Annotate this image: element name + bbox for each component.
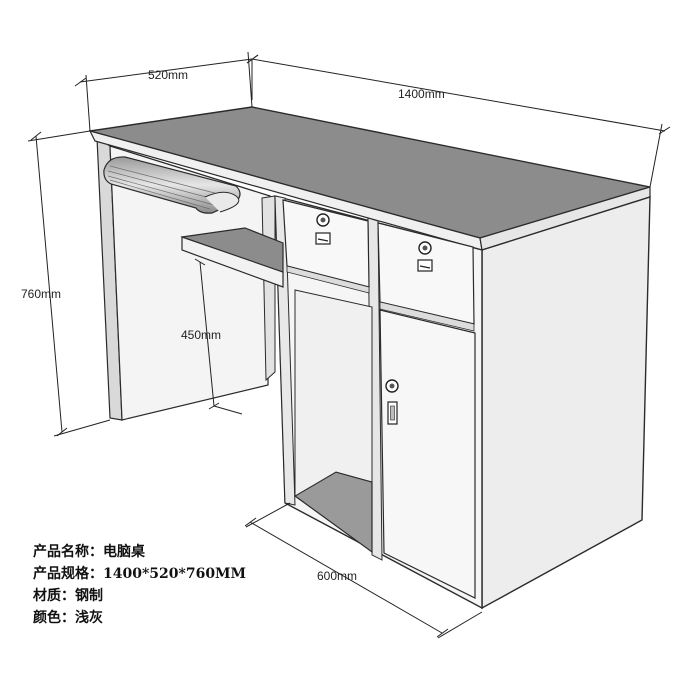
dimension-cabinet-width-line <box>244 502 483 639</box>
dimension-cabinet-width-label: 600mm <box>317 569 357 583</box>
spec-product-name: 产品名称：电脑桌 <box>33 544 145 560</box>
spec-product-size: 产品规格：1400*520*760MM <box>33 566 247 582</box>
left-drawer-lock-icon <box>316 213 330 227</box>
door-lock-icon <box>385 379 399 393</box>
tabletop <box>88 106 651 251</box>
cabinet-side-panel <box>481 196 651 610</box>
dimension-depth-line <box>74 51 259 132</box>
keyboard-tray[interactable] <box>180 227 284 288</box>
cabinet-door[interactable] <box>379 309 476 599</box>
right-drawer-lock-icon <box>418 241 432 255</box>
dimension-width-line <box>246 54 671 188</box>
right-drawer[interactable] <box>377 222 475 332</box>
dimension-keyboard-height-label: 450mm <box>181 328 221 342</box>
left-drawer-handle-icon[interactable] <box>315 232 331 245</box>
spec-material: 材质：钢制 <box>33 588 103 604</box>
dimension-width-label: 1400mm <box>398 87 445 101</box>
dimension-height-label: 760mm <box>21 287 61 301</box>
door-handle-icon[interactable] <box>387 401 398 425</box>
right-drawer-handle-icon[interactable] <box>417 259 433 272</box>
product-specs: 产品名称：电脑桌 产品规格：1400*520*760MM 材质：钢制 颜色：浅灰 <box>33 541 246 629</box>
roll-top-cover[interactable] <box>103 156 241 214</box>
dimension-depth-label: 520mm <box>148 68 188 82</box>
open-shelf <box>293 289 373 554</box>
spec-color: 颜色：浅灰 <box>33 610 103 626</box>
dimension-keyboard-height-line <box>194 258 243 415</box>
dimension-height-line <box>27 130 111 437</box>
